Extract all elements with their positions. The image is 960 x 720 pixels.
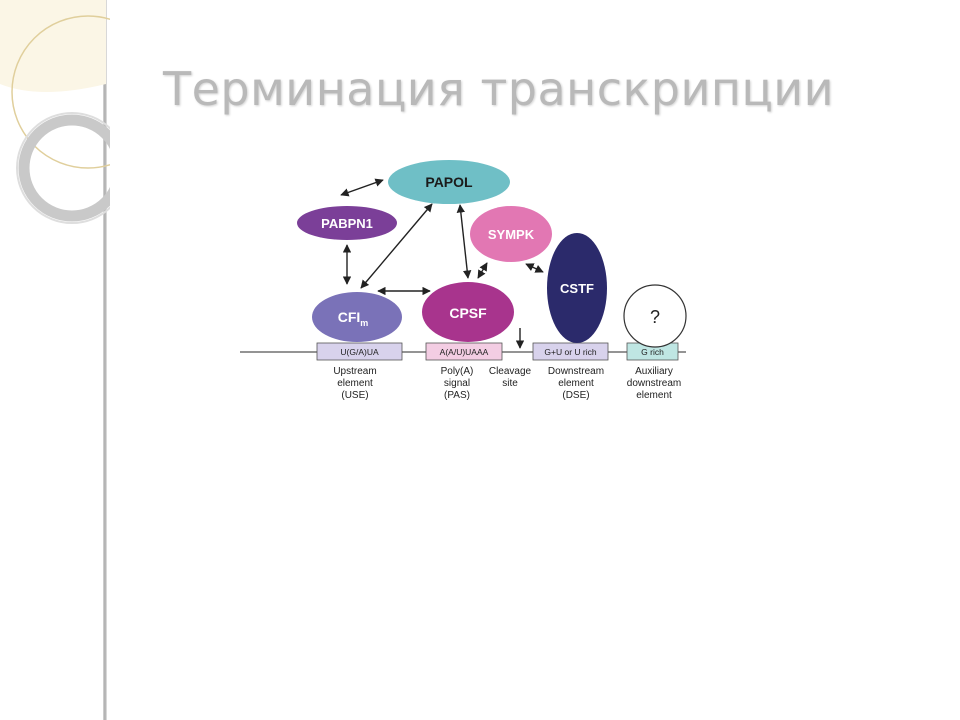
aux-caption-line1: Auxiliary (635, 366, 673, 377)
pas-caption-line1: Poly(A) (441, 366, 474, 377)
sympk-label: SYMPK (488, 227, 535, 242)
arrow-sympk-cstf (525, 263, 544, 273)
cleavage-caption-line2: site (502, 378, 518, 389)
cfim-label: CFIm (338, 309, 369, 328)
use-box (316, 342, 403, 361)
aux-caption-line3: element (636, 390, 672, 401)
arrow-cpsf-sympk (477, 262, 488, 279)
papol-node (388, 160, 510, 204)
dse-caption-line2: element (558, 378, 594, 389)
cstf-node (547, 233, 607, 343)
pas-caption-line2: signal (444, 378, 470, 389)
cleavage-caption-line1: Cleavage (489, 366, 532, 377)
pas-box (425, 342, 503, 361)
use-caption-line1: Upstream (333, 366, 376, 377)
papol-label: PAPOL (425, 174, 473, 190)
decorative-rings (0, 0, 110, 224)
dse-caption-line1: Downstream (548, 366, 604, 377)
sympk-node (470, 206, 552, 262)
decorative-ring-gold (11, 15, 110, 169)
cfim-label-subscript: m (360, 318, 368, 328)
arrow-cfim-papol (360, 203, 433, 289)
cfim-node (312, 292, 402, 342)
unknown-factor-label: ? (650, 307, 660, 327)
use-caption-line2: element (337, 378, 373, 389)
use-sequence: U(G/A)UA (340, 347, 379, 357)
decorative-ring-outline (16, 112, 110, 224)
left-divider-line (103, 0, 107, 720)
pabpn1-label: PABPN1 (321, 216, 373, 231)
cpsf-label: CPSF (449, 305, 487, 321)
dse-box (532, 342, 609, 361)
cpsf-node (422, 282, 514, 342)
dse-caption-line3: (DSE) (562, 390, 589, 401)
pas-sequence: A(A/U)UAAA (440, 347, 489, 357)
aux-sequence: G rich (641, 347, 664, 357)
dse-sequence: G+U or U rich (544, 347, 596, 357)
aux-caption-line2: downstream (627, 378, 681, 389)
cstf-label: CSTF (560, 281, 594, 296)
cfim-label-main: CFI (338, 309, 361, 325)
arrow-pabpn1-papol (340, 178, 384, 197)
pabpn1-node (297, 206, 397, 240)
polyadenylation-diagram: U(G/A)UA A(A/U)UAAA G+U or U rich G rich… (240, 160, 687, 401)
pas-caption-line3: (PAS) (444, 390, 470, 401)
decorative-panel (0, 0, 106, 92)
use-caption-line3: (USE) (341, 390, 368, 401)
decorative-ring-gray (18, 114, 110, 222)
slide-title: Терминация транскрипции (163, 62, 835, 116)
unknown-factor-node (623, 284, 687, 348)
arrow-papol-cpsf (456, 204, 472, 279)
